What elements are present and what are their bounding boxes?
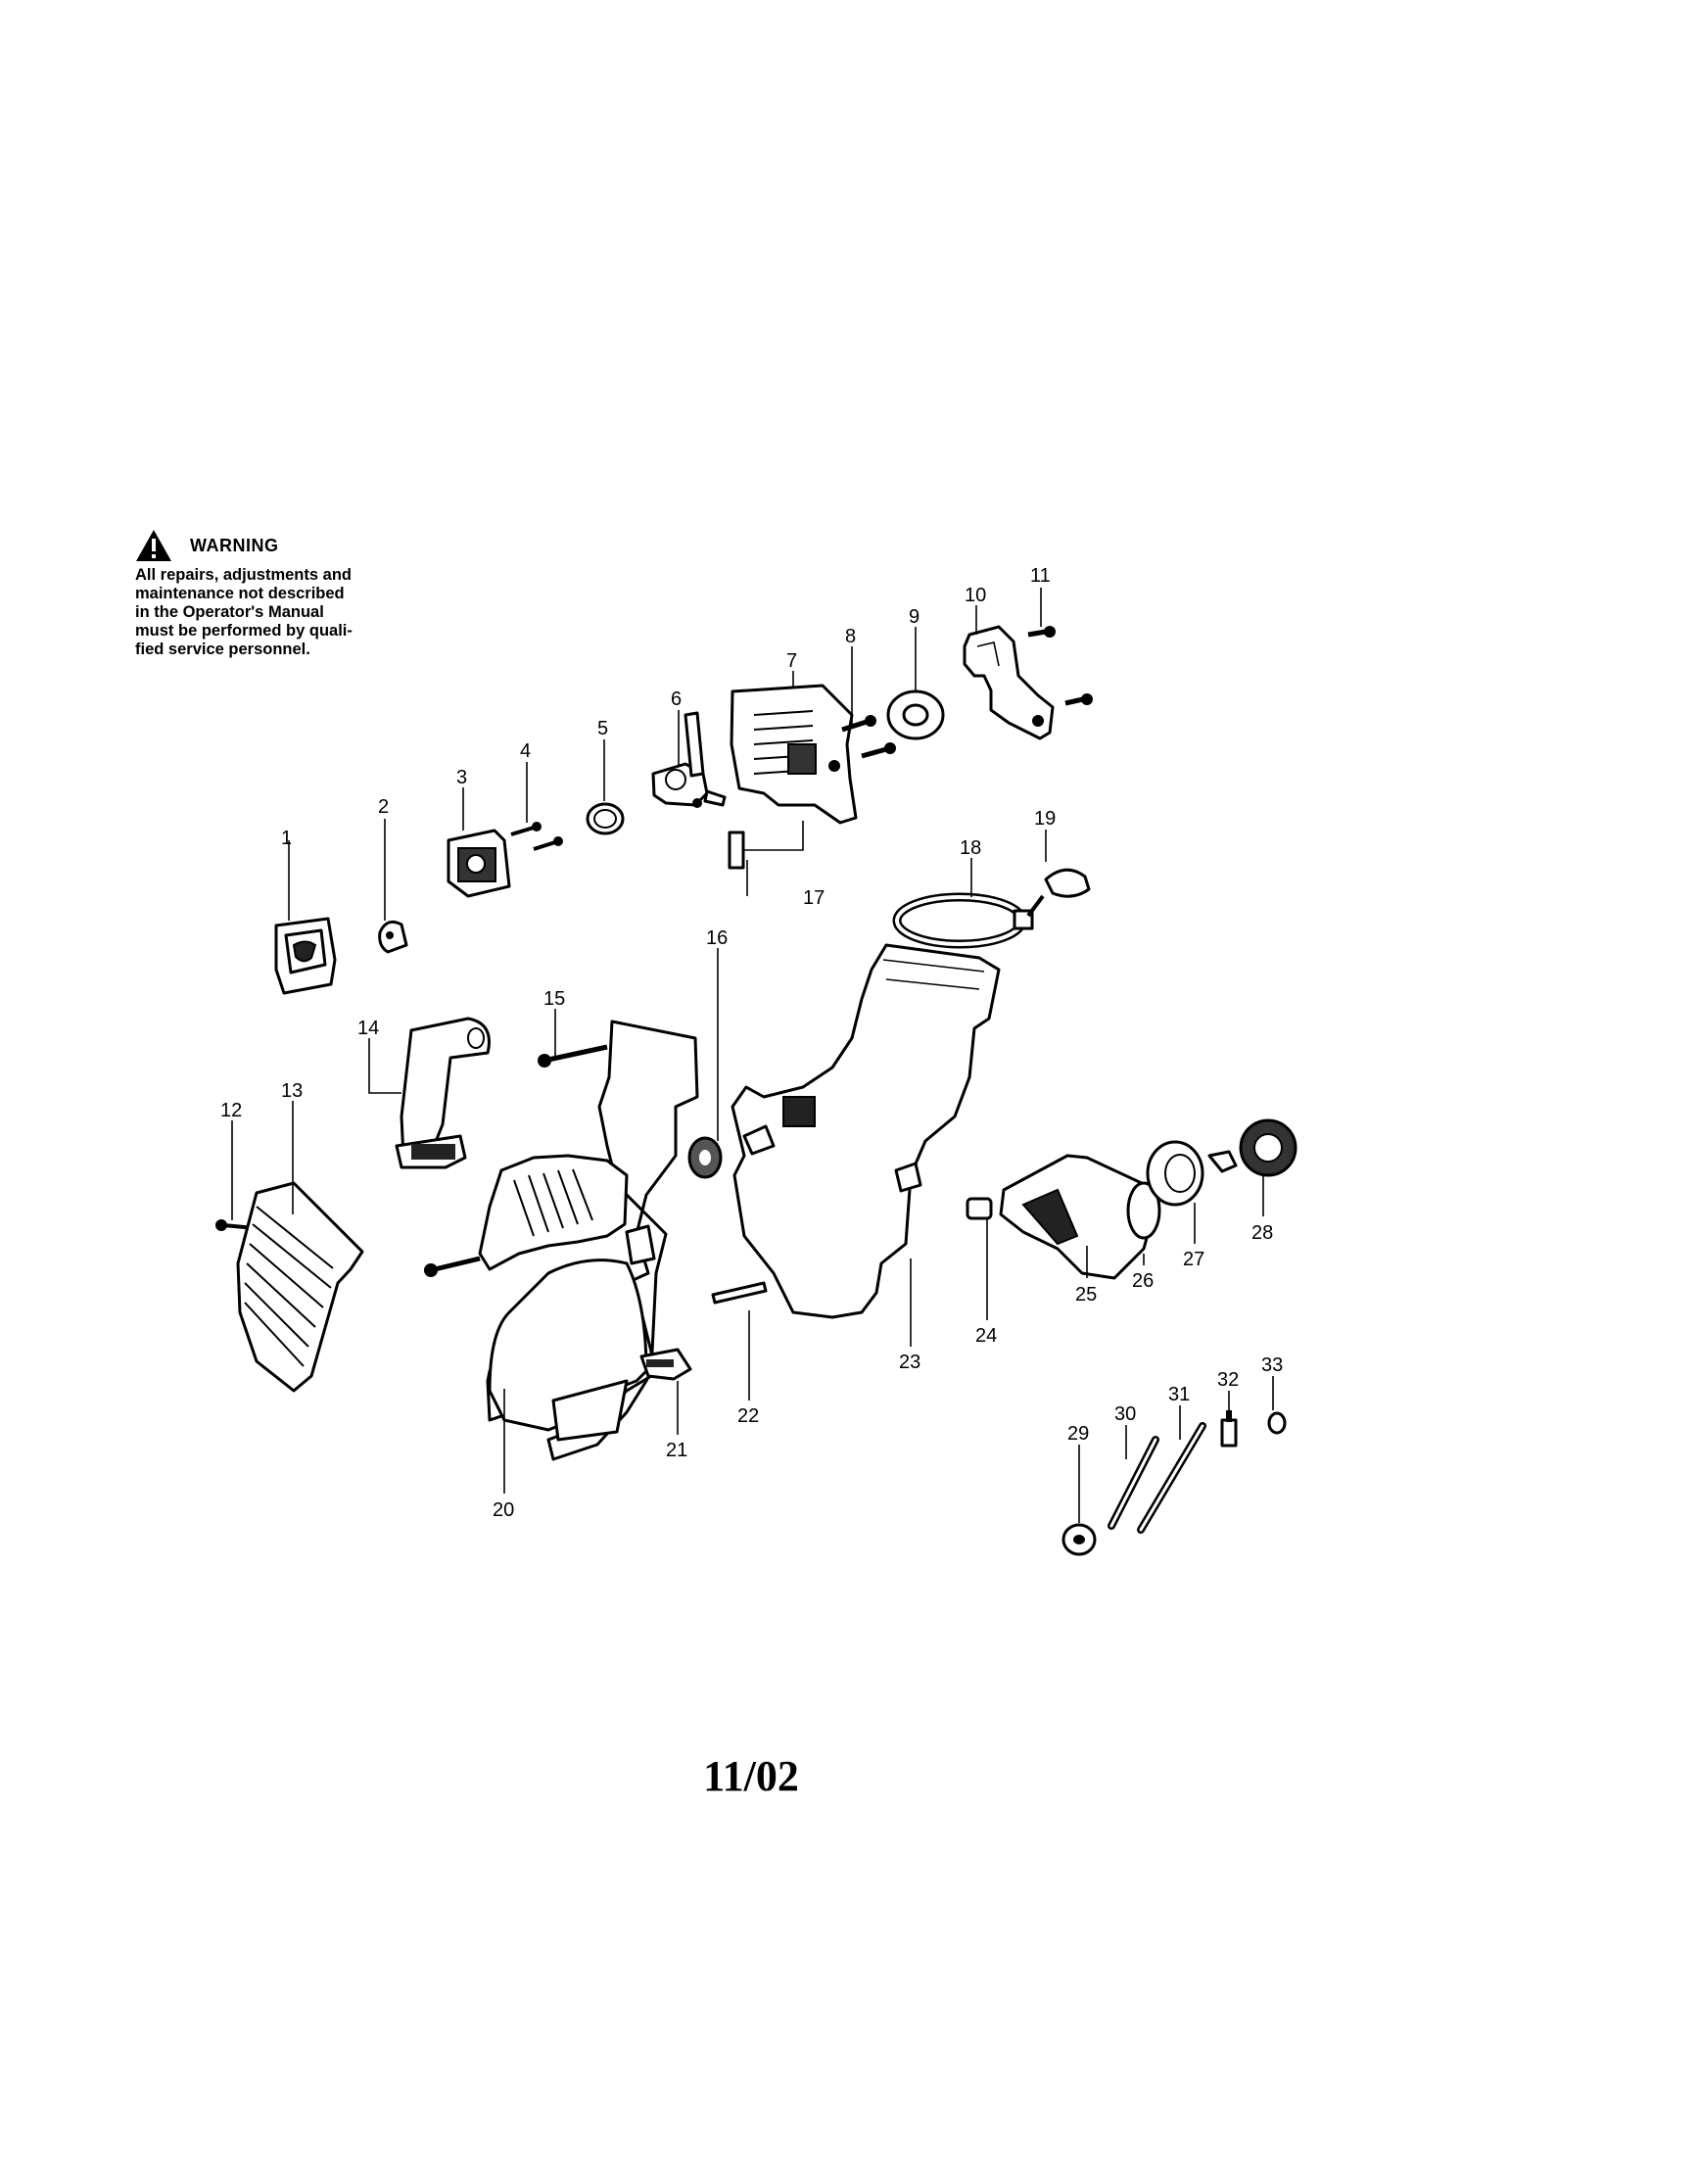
callout-24: 24	[975, 1325, 997, 1347]
part-23-right-housing	[731, 943, 1001, 1319]
callout-32: 32	[1217, 1369, 1239, 1391]
callout-27: 27	[1183, 1249, 1204, 1270]
callout-30: 30	[1114, 1403, 1136, 1425]
warning-title: WARNING	[190, 535, 279, 555]
warning-line: in the Operator's Manual	[135, 603, 324, 621]
warning-line: fied service personnel.	[135, 641, 310, 658]
part-26-elbow	[999, 1154, 1161, 1280]
callout-15: 15	[543, 988, 565, 1010]
part-3-adaptor	[447, 829, 511, 898]
callout-23: 23	[899, 1352, 920, 1373]
callout-3: 3	[456, 767, 467, 788]
callout-4: 4	[520, 740, 531, 762]
callout-12: 12	[220, 1100, 242, 1121]
callout-21: 21	[666, 1440, 687, 1461]
part-8-screws	[841, 715, 896, 759]
part-27-gasket-ring	[1146, 1140, 1204, 1207]
leader-lines	[231, 588, 1274, 1523]
housing-screw	[424, 1256, 481, 1277]
part-5-o-ring	[586, 802, 625, 835]
warning-block: WARNING All repairs, adjustments and mai…	[135, 529, 419, 659]
warning-line: All repairs, adjustments and	[135, 566, 352, 584]
callout-16: 16	[706, 927, 728, 949]
part-24-clip	[966, 1197, 993, 1220]
part-6-carburetor	[651, 711, 727, 808]
callout-14: 14	[357, 1018, 379, 1039]
warning-triangle-icon	[136, 530, 171, 561]
callout-28: 28	[1251, 1222, 1273, 1244]
callout-5: 5	[597, 718, 608, 739]
callout-8: 8	[845, 626, 856, 647]
callout-19: 19	[1034, 808, 1056, 830]
callout-7: 7	[786, 650, 797, 672]
part-16-gear	[687, 1136, 723, 1179]
page-date-footer: 11/02	[703, 1752, 799, 1800]
warning-header: WARNING	[135, 529, 419, 562]
part-11-screws	[1027, 626, 1093, 706]
callout-10: 10	[965, 585, 986, 606]
part-15-screw	[538, 1044, 608, 1068]
callout-22: 22	[737, 1405, 759, 1427]
callout-1: 1	[281, 828, 292, 849]
part-21-latch	[639, 1348, 692, 1381]
part-1-air-filter	[274, 917, 337, 995]
part-29-grommet	[1061, 1523, 1097, 1556]
part-20-left-housing	[478, 1020, 699, 1461]
warning-text: All repairs, adjustments and maintenance…	[135, 566, 419, 659]
part-13-muffler-guard	[236, 1181, 364, 1393]
part-32-fuel-filter	[1220, 1410, 1238, 1448]
callout-labels: 1 2 3 4 5 6 7 8 9 10 11 12 13 14 15 16 1…	[220, 565, 1283, 1521]
callout-33: 33	[1261, 1354, 1283, 1376]
callout-20: 20	[493, 1499, 514, 1521]
part-19-knob	[1026, 868, 1091, 918]
part-9-bushing	[886, 689, 945, 740]
part-2-gasket	[378, 920, 408, 954]
callout-29: 29	[1067, 1423, 1089, 1445]
part-7-housing-cover	[730, 684, 858, 825]
warning-line: maintenance not described	[135, 585, 345, 602]
callout-26: 26	[1132, 1270, 1154, 1292]
part-30-fuel-line	[1108, 1436, 1159, 1530]
part-14-handle	[395, 1017, 491, 1169]
callout-17: 17	[803, 887, 825, 909]
callout-18: 18	[960, 837, 981, 859]
callout-6: 6	[671, 688, 682, 710]
callout-11: 11	[1030, 565, 1051, 587]
part-4-screws	[510, 822, 563, 851]
callout-2: 2	[378, 796, 389, 818]
callout-31: 31	[1168, 1384, 1190, 1405]
part-10-bracket	[963, 625, 1055, 740]
part-17-clip	[728, 831, 745, 870]
part-22-pin	[711, 1281, 768, 1305]
part-28-nut	[1207, 1118, 1297, 1177]
part-31-fuel-line	[1137, 1422, 1206, 1534]
warning-line: must be performed by quali-	[135, 622, 353, 640]
callout-13: 13	[281, 1080, 303, 1102]
callout-25: 25	[1075, 1284, 1097, 1306]
part-33-check-valve	[1267, 1411, 1287, 1435]
callout-9: 9	[909, 606, 920, 628]
part-18-clamp-band	[892, 892, 1034, 949]
